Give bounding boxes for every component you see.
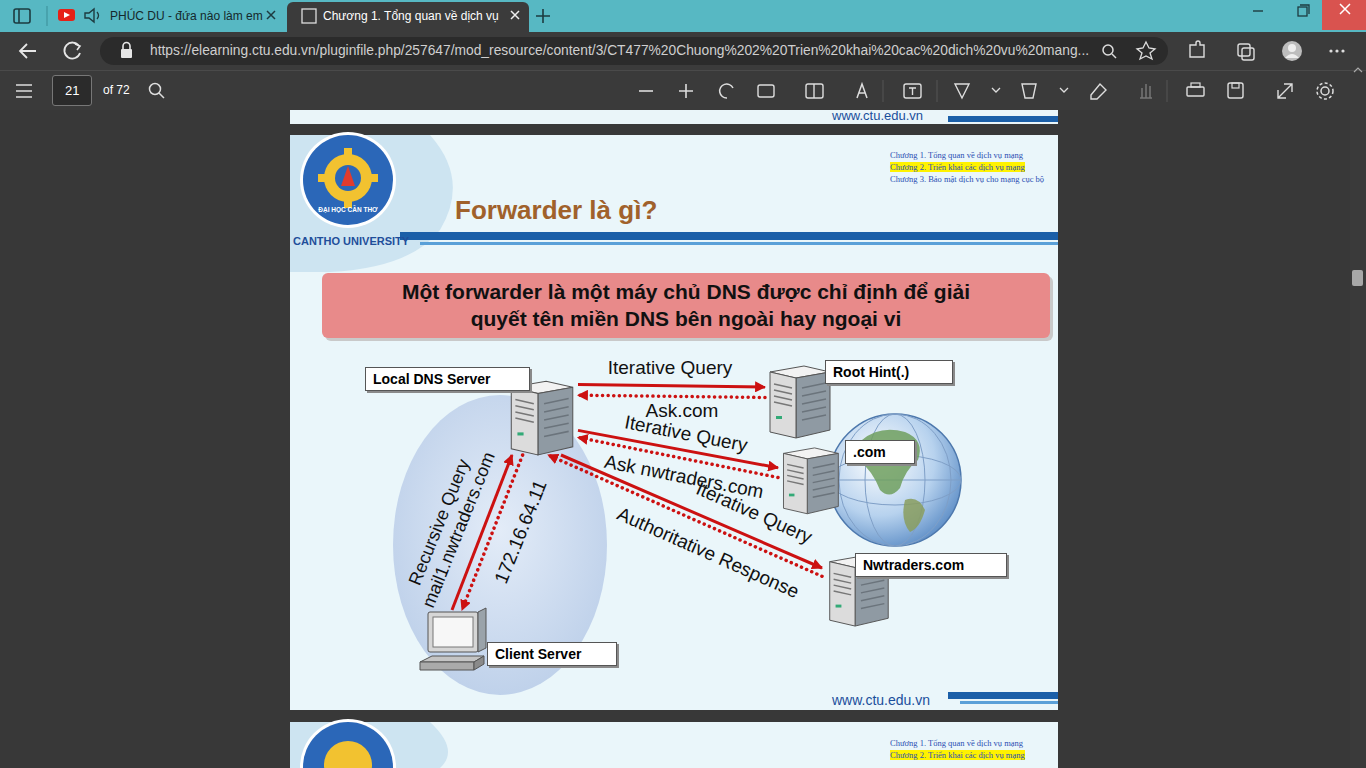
footer-url: www.ctu.edu.vn bbox=[832, 692, 930, 708]
chapter-item: Chương 1. Tổng quan về dịch vụ mạng bbox=[890, 150, 1023, 160]
page-count: of 72 bbox=[103, 83, 130, 97]
node-label: Nwtraders.com bbox=[855, 553, 1007, 577]
query-arrow bbox=[578, 385, 765, 387]
footer-url: www.ctu.edu.vn bbox=[832, 108, 923, 123]
previous-slide bbox=[290, 110, 1058, 124]
response-arrow bbox=[578, 395, 765, 397]
network-node: Root Hint(.) bbox=[765, 360, 956, 435]
tab-title: Chương 1. Tổng quan về dịch vụ bbox=[323, 9, 499, 23]
url-text: https://elearning.ctu.edu.vn/pluginfile.… bbox=[150, 43, 1089, 58]
node-label: Client Server bbox=[487, 642, 617, 666]
slide-title: Forwarder là gì? bbox=[455, 195, 657, 226]
node-label: Local DNS Server bbox=[365, 367, 530, 391]
tab-title: PHÚC DU - đứa nào làm em bbox=[110, 9, 263, 23]
network-node: Nwtraders.com bbox=[822, 550, 1010, 625]
logo-text: ĐẠI HỌC CẦN THƠ bbox=[318, 206, 377, 213]
network-node: .com bbox=[778, 440, 918, 515]
chapter-item: Chương 3. Bảo mật dịch vụ cho mạng cục b… bbox=[890, 174, 1044, 184]
window-close-bg bbox=[1322, 0, 1366, 30]
scrollbar-thumb bbox=[1352, 270, 1363, 286]
definition-text: Một forwarder là một máy chủ DNS được ch… bbox=[386, 279, 986, 332]
network-node: Local DNS Server bbox=[365, 367, 578, 455]
node-label: .com bbox=[845, 440, 915, 464]
definition-box: Một forwarder là một máy chủ DNS được ch… bbox=[322, 273, 1050, 338]
edge-label: Iterative Query bbox=[608, 357, 733, 379]
chapter-item: Chương 1. Tổng quan về dịch vụ mạng bbox=[890, 738, 1023, 748]
chapter-item: Chương 2. Triển khai các dịch vụ mạng bbox=[890, 162, 1025, 172]
network-node: Client Server bbox=[420, 610, 620, 675]
university-name: CANTHO UNIVERSITY bbox=[293, 235, 409, 247]
page-number: 21 bbox=[65, 83, 79, 98]
chapter-item: Chương 2. Triển khai các dịch vụ mạng bbox=[890, 750, 1025, 760]
scrollbar-track bbox=[1350, 110, 1366, 768]
pdf-toolbar bbox=[0, 70, 1366, 110]
node-label: Root Hint(.) bbox=[825, 360, 953, 384]
